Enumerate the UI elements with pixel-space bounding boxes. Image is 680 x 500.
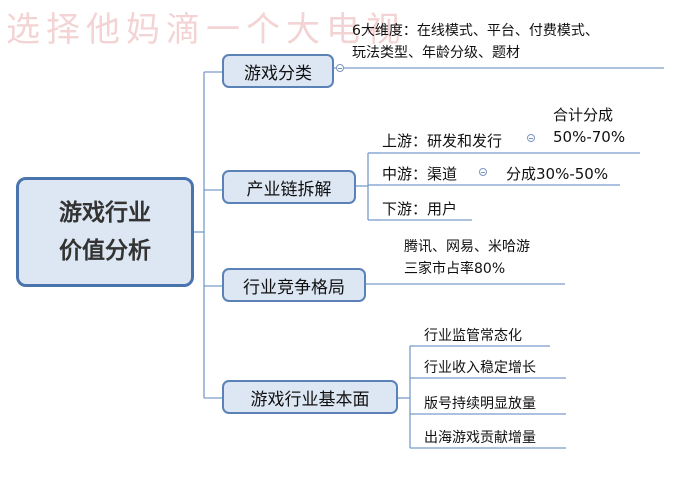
branch-competition[interactable]: 行业竞争格局 xyxy=(222,268,366,302)
game-category-note: 6大维度：在线模式、平台、付费模式、 玩法类型、年龄分级、题材 xyxy=(352,20,599,64)
fundamentals-item[interactable]: 行业监管常态化 xyxy=(424,328,522,344)
upstream-label[interactable]: 上游：研发和发行 xyxy=(382,132,503,150)
midstream-note: 分成30%-50% xyxy=(506,165,609,183)
fundamentals-item[interactable]: 出海游戏贡献增量 xyxy=(424,430,536,446)
branch-game-category-label: 游戏分类 xyxy=(244,63,312,84)
collapse-toggle-icon[interactable] xyxy=(527,134,535,142)
upstream-note-line1: 合计分成 xyxy=(553,106,614,124)
upstream-note-line2: 50%-70% xyxy=(553,128,626,146)
collapse-toggle-icon[interactable] xyxy=(479,168,487,176)
game-category-note-line1: 6大维度：在线模式、平台、付费模式、 xyxy=(352,23,599,39)
competition-note: 腾讯、网易、米哈游 三家市占率80% xyxy=(404,236,530,280)
competition-note-line2: 三家市占率80% xyxy=(404,261,506,277)
branch-industry-chain[interactable]: 产业链拆解 xyxy=(222,170,356,204)
root-node[interactable]: 游戏行业 价值分析 xyxy=(16,177,194,287)
downstream-label[interactable]: 下游：用户 xyxy=(382,200,458,218)
competition-note-line1: 腾讯、网易、米哈游 xyxy=(404,239,530,255)
upstream-note: 合计分成 50%-70% xyxy=(553,104,625,148)
fundamentals-item[interactable]: 行业收入稳定增长 xyxy=(424,360,536,376)
midstream-label[interactable]: 中游：渠道 xyxy=(382,165,458,183)
branch-competition-label: 行业竞争格局 xyxy=(243,277,345,298)
game-category-note-line2: 玩法类型、年龄分级、题材 xyxy=(352,45,520,61)
branch-fundamentals-label: 游戏行业基本面 xyxy=(250,389,370,410)
root-title-line2: 价值分析 xyxy=(59,238,151,264)
root-title-line1: 游戏行业 xyxy=(59,200,151,226)
collapse-toggle-icon[interactable] xyxy=(336,64,344,72)
branch-game-category[interactable]: 游戏分类 xyxy=(222,54,334,88)
fundamentals-item[interactable]: 版号持续明显放量 xyxy=(424,396,536,412)
branch-fundamentals[interactable]: 游戏行业基本面 xyxy=(222,380,398,414)
watermark-text: 选择他妈滴一个大电视 xyxy=(6,10,406,50)
branch-industry-chain-label: 产业链拆解 xyxy=(246,179,332,200)
